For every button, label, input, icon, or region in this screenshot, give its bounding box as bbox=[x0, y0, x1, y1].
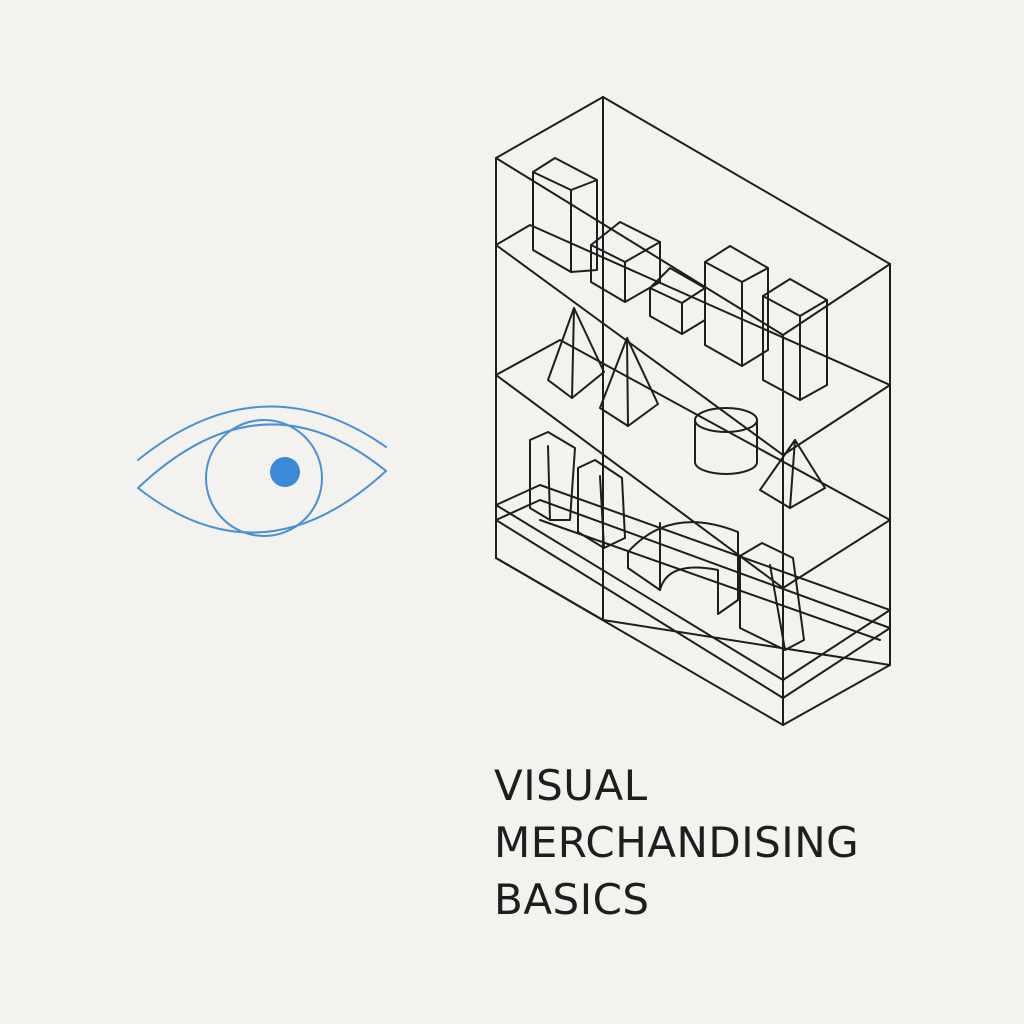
title-line-2: MERCHANDISING bbox=[494, 818, 860, 867]
middle-shelf-products bbox=[547, 307, 826, 509]
eye-lower-lid bbox=[137, 470, 387, 534]
eye-upper-lid bbox=[137, 423, 387, 489]
title-line-3: BASICS bbox=[494, 875, 650, 924]
eye-pupil bbox=[270, 457, 300, 487]
eye-iris bbox=[205, 419, 323, 537]
title-line-1: VISUAL bbox=[494, 761, 648, 810]
bottom-shelf-products bbox=[529, 431, 805, 651]
eye-brow-line bbox=[137, 405, 387, 461]
poster-title: VISUAL MERCHANDISING BASICS bbox=[494, 757, 859, 928]
eye-icon bbox=[137, 405, 387, 537]
shelf-boards bbox=[495, 224, 891, 699]
shelf-frame bbox=[495, 96, 891, 726]
top-shelf-products bbox=[532, 157, 828, 401]
shelf-with-products-icon bbox=[495, 96, 891, 726]
